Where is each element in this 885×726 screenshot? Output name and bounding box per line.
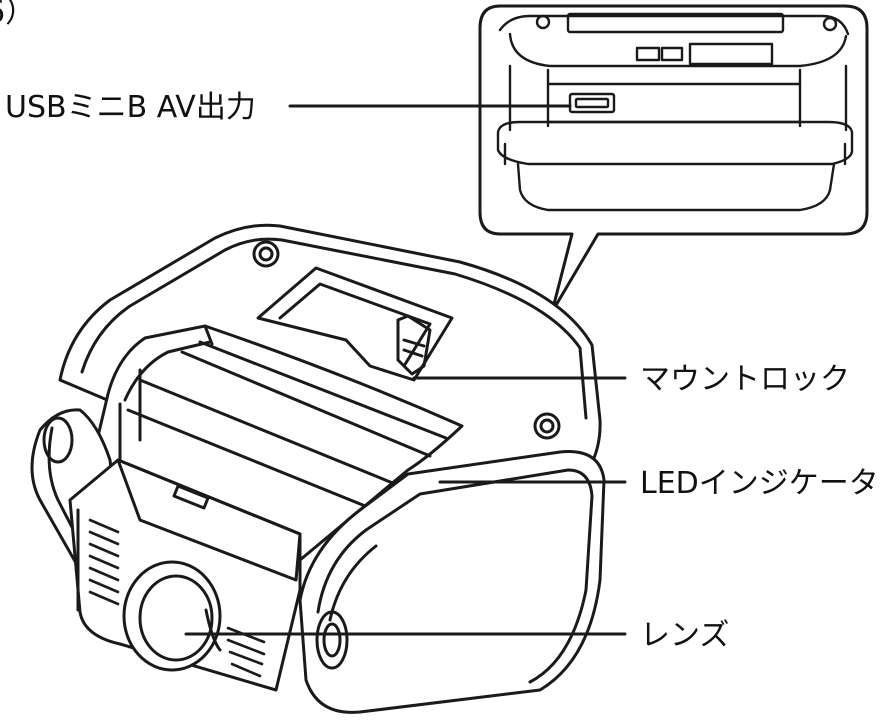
lens-icon xyxy=(122,560,222,672)
usb-port-icon xyxy=(568,92,616,114)
label-led-indicator: LEDインジケータ xyxy=(640,466,879,501)
callout-bubble xyxy=(478,4,869,314)
dashcam-body xyxy=(30,223,606,714)
callout-camera-detail xyxy=(496,12,854,212)
label-usb-av-output: USBミニB AV出力 xyxy=(5,90,256,125)
leader-lines xyxy=(184,104,627,636)
mount-lock-icon xyxy=(396,314,432,376)
label-mount-lock: マウントロック xyxy=(640,362,850,397)
vent-left xyxy=(88,518,120,606)
heading-fragment: 6） xyxy=(0,0,35,30)
label-lens: レンズ xyxy=(640,618,729,653)
